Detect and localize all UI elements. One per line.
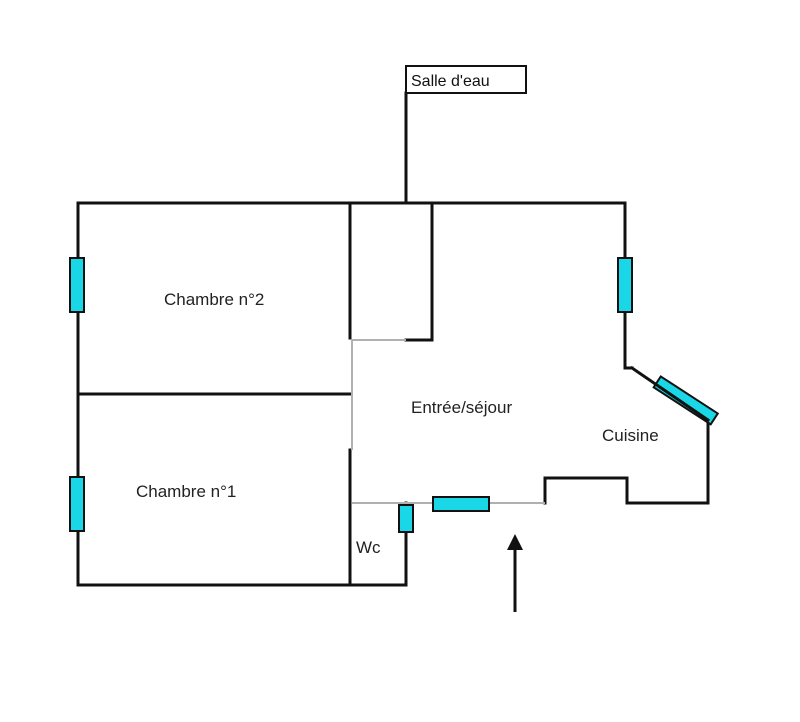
window-wc [398, 504, 414, 533]
windows [69, 257, 720, 533]
interior-walls [76, 201, 434, 587]
label-cuisine: Cuisine [602, 426, 659, 445]
window-cuisine-right [617, 257, 633, 313]
window-chambre-2 [69, 257, 85, 313]
partitions [351, 339, 545, 504]
kitchen-diagonal-wall [629, 365, 711, 423]
window-chambre-1 [69, 476, 85, 532]
callout-box [405, 65, 527, 94]
window-sejour [432, 496, 490, 512]
label-wc: Wc [356, 538, 381, 557]
callout-label: Salle d'eau [411, 73, 490, 90]
entrance-arrow [507, 534, 523, 612]
label-chambre-1: Chambre n°1 [136, 482, 236, 501]
arrow-head-icon [507, 534, 523, 550]
label-entree-sejour: Entrée/séjour [411, 398, 512, 417]
salle-deau-callout: Salle d'eau [404, 65, 527, 205]
room-labels: Chambre n°2 Chambre n°1 Entrée/séjour Cu… [136, 290, 659, 557]
window-cuisine-diagonal [652, 375, 720, 426]
label-chambre-2: Chambre n°2 [164, 290, 264, 309]
